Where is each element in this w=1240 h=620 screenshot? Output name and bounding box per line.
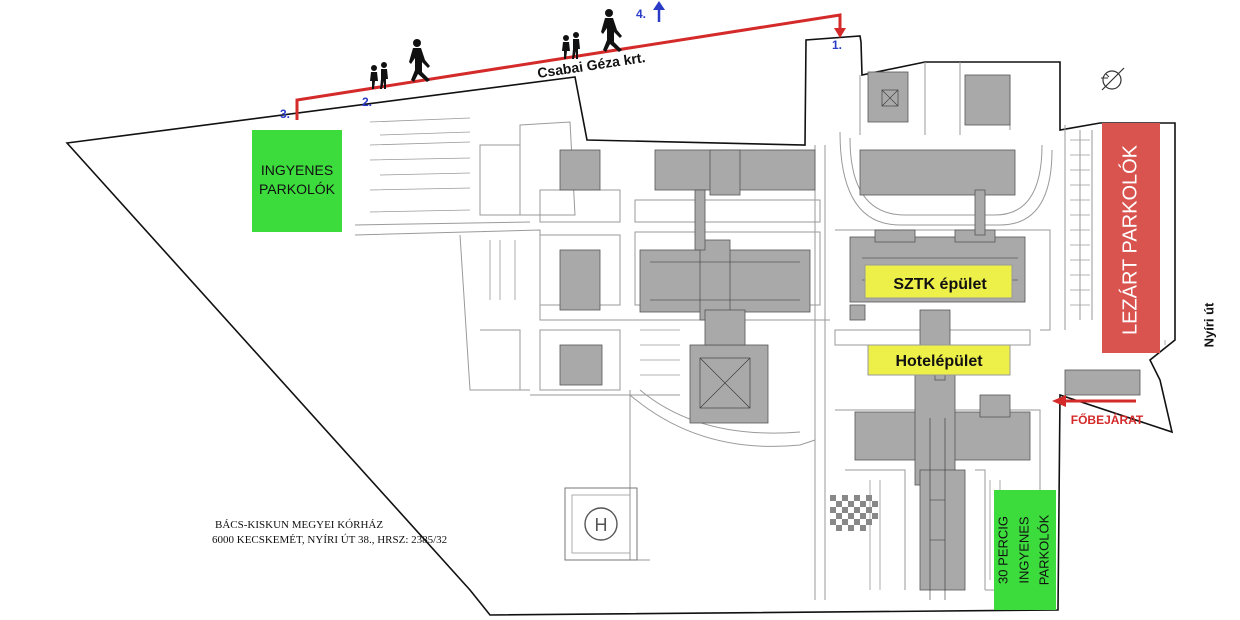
- helipad-letter: H: [595, 515, 608, 535]
- marker-4: 4.: [636, 7, 646, 21]
- family-icon: [370, 62, 388, 89]
- helipad-icon: [584, 507, 618, 541]
- closed-parking: LEZÁRT PARKOLÓK: [1102, 123, 1160, 353]
- marker-2: 2.: [362, 95, 372, 109]
- pedestrian-icon: [601, 9, 622, 52]
- pedestrian-icons: [370, 9, 622, 89]
- family-icon: [562, 32, 580, 59]
- free-parking-30min-line1: 30 PERCIG: [995, 516, 1010, 584]
- free-parking-30min-line2: INGYENES: [1016, 516, 1031, 584]
- address-line-2: 6000 KECSKEMÉT, NYÍRI ÚT 38., HRSZ: 2385…: [212, 534, 447, 546]
- pedestrian-icon: [409, 39, 430, 82]
- marker-3: 3.: [280, 107, 290, 121]
- free-parking-left: INGYENES PARKOLÓK: [252, 130, 342, 232]
- helipad: H: [564, 487, 638, 561]
- free-parking-left-line1: INGYENES: [261, 162, 333, 178]
- main-entrance-label: FŐBEJÁRAT: [1071, 412, 1144, 427]
- hotel-building-label: Hotelépület: [895, 353, 983, 370]
- compass-icon: [1101, 67, 1125, 91]
- internal-roads: [354, 62, 1093, 600]
- hotel-building: Hotelépület: [867, 344, 1011, 376]
- sztk-building: SZTK épület: [864, 264, 1013, 299]
- main-entrance: FŐBEJÁRAT: [1052, 395, 1144, 427]
- free-parking-30min-line3: PARKOLÓK: [1036, 514, 1051, 585]
- marker-1: 1.: [832, 38, 842, 52]
- sztk-building-label: SZTK épület: [893, 276, 987, 293]
- street-name-right: Nyíri út: [1201, 302, 1216, 347]
- free-parking-30min: 30 PERCIG INGYENES PARKOLÓK: [994, 490, 1056, 610]
- closed-parking-label: LEZÁRT PARKOLÓK: [1118, 144, 1141, 335]
- free-parking-left-line2: PARKOLÓK: [259, 181, 336, 197]
- north-arrow-icon: [653, 1, 665, 22]
- walking-route: [295, 13, 846, 120]
- checkered-area: [830, 495, 878, 531]
- address-line-1: BÁCS-KISKUN MEGYEI KÓRHÁZ: [215, 519, 383, 531]
